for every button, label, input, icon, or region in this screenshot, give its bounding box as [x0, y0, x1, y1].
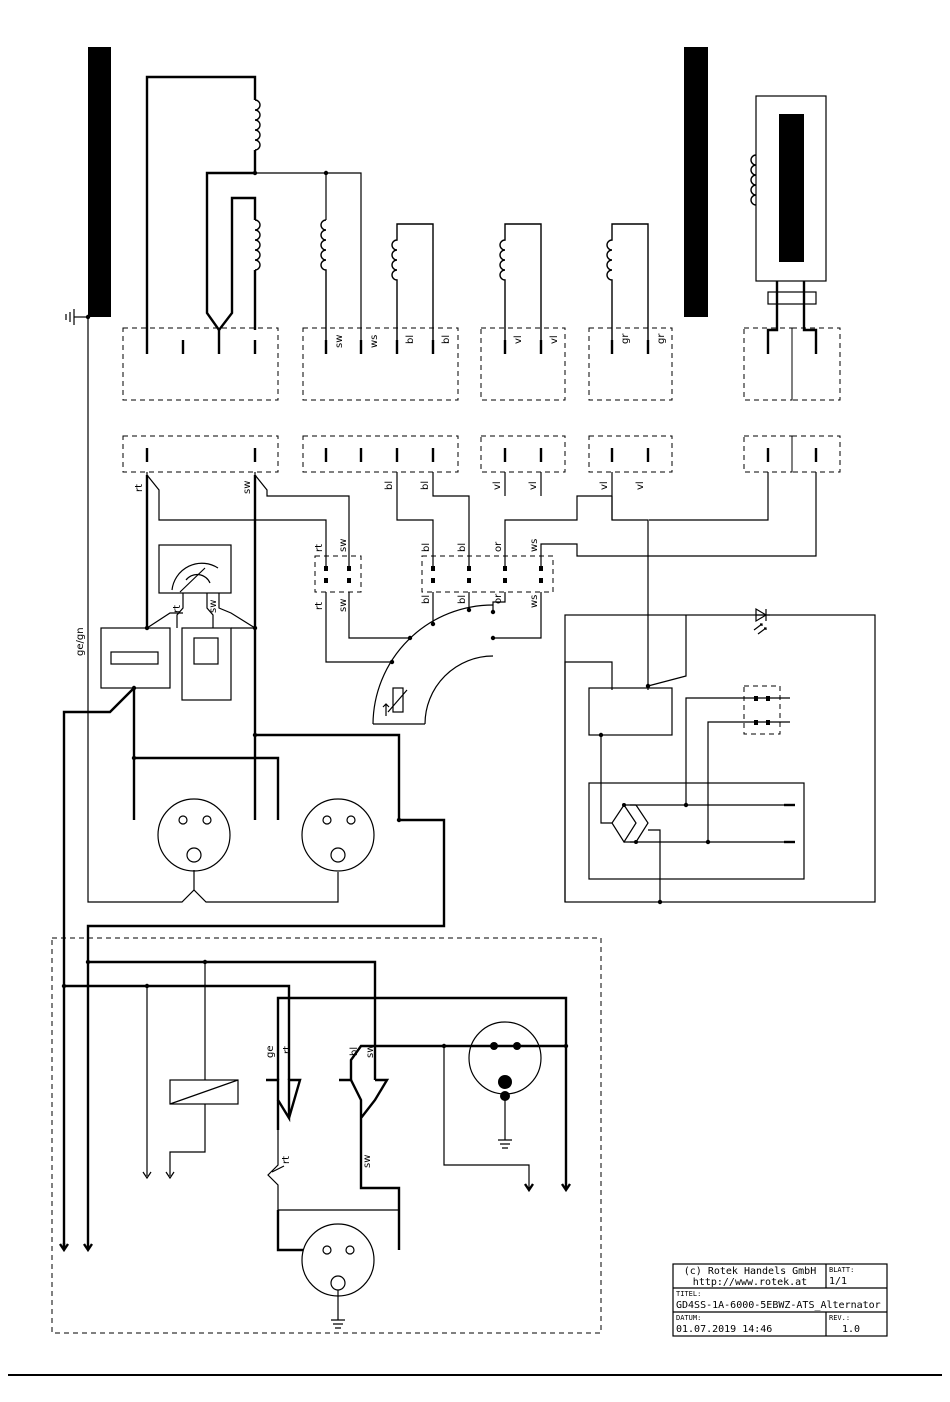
company-name: (c) Rotek Handels GmbH: [684, 1266, 816, 1277]
upper-connectors: [123, 318, 840, 400]
svg-text:sw: sw: [242, 481, 253, 494]
socket-1: [158, 799, 230, 871]
lower-connectors: [123, 436, 840, 496]
rectifier-section: [565, 609, 875, 904]
sheet-label: BLATT:: [829, 1266, 854, 1274]
ats-wiring: ge rt bl sw rt sw: [60, 960, 570, 1250]
socket-2: [302, 799, 374, 871]
stator-core-left: [88, 47, 111, 317]
socket-4: [469, 1022, 541, 1148]
svg-text:bl: bl: [384, 481, 395, 490]
svg-text:or: or: [493, 541, 504, 552]
label-gr: gr: [656, 333, 667, 344]
company-url: http://www.rotek.at: [693, 1277, 807, 1288]
voltmeter: rt sw: [101, 545, 257, 700]
top-terminal-labels: sw ws bl bl vl vl gr gr: [334, 333, 667, 348]
svg-text:ws: ws: [529, 595, 540, 608]
rev-label: REV.:: [829, 1314, 850, 1322]
label-vl: vl: [549, 335, 560, 344]
date-value: 01.07.2019 14:46: [676, 1324, 772, 1335]
svg-text:rt: rt: [134, 484, 145, 492]
exciter-unit: [751, 96, 826, 318]
date-label: DATUM:: [676, 1314, 701, 1322]
svg-text:vl: vl: [599, 481, 610, 490]
svg-text:vl: vl: [528, 481, 539, 490]
label-bl: bl: [405, 335, 416, 344]
wiring-to-pot: [326, 592, 541, 662]
title-label: TITEL:: [676, 1290, 701, 1298]
svg-text:bl: bl: [421, 543, 432, 552]
socket-3: [302, 1224, 374, 1328]
svg-text:bl: bl: [349, 1047, 360, 1056]
label-ws: ws: [369, 335, 380, 348]
label-sw: sw: [334, 335, 345, 348]
svg-text:sw: sw: [338, 539, 349, 552]
svg-text:rt: rt: [314, 544, 325, 552]
stator-core-right: [684, 47, 708, 317]
label-bl: bl: [441, 335, 452, 344]
svg-text:bl: bl: [420, 481, 431, 490]
wiring-middle: [147, 472, 816, 820]
main-windings: [147, 77, 648, 340]
svg-text:rt: rt: [314, 602, 325, 610]
svg-text:rt: rt: [281, 1156, 292, 1164]
label-vl: vl: [513, 335, 524, 344]
svg-text:sw: sw: [362, 1155, 373, 1168]
svg-text:vl: vl: [635, 481, 646, 490]
svg-text:ws: ws: [529, 539, 540, 552]
ground-symbol-left: [66, 309, 90, 325]
svg-text:sw: sw: [338, 599, 349, 612]
label-ge-gn: ge/gn: [75, 627, 86, 656]
svg-text:vl: vl: [492, 481, 503, 490]
drawing-title: GD4SS-1A-6000-5EBWZ-ATS_Alternator: [676, 1300, 881, 1311]
svg-text:rt: rt: [172, 605, 183, 613]
rev-value: 1.0: [842, 1324, 860, 1335]
sheet-value: 1/1: [829, 1276, 847, 1287]
arc-potentiometer: [373, 605, 495, 724]
label-gr: gr: [620, 333, 631, 344]
svg-text:bl: bl: [457, 595, 468, 604]
svg-text:rt: rt: [282, 1046, 293, 1054]
title-block: (c) Rotek Handels GmbH http://www.rotek.…: [673, 1264, 887, 1336]
svg-text:sw: sw: [208, 600, 219, 613]
svg-text:sw: sw: [365, 1045, 376, 1058]
svg-text:bl: bl: [421, 595, 432, 604]
svg-text:ge: ge: [265, 1046, 276, 1059]
svg-text:bl: bl: [457, 543, 468, 552]
